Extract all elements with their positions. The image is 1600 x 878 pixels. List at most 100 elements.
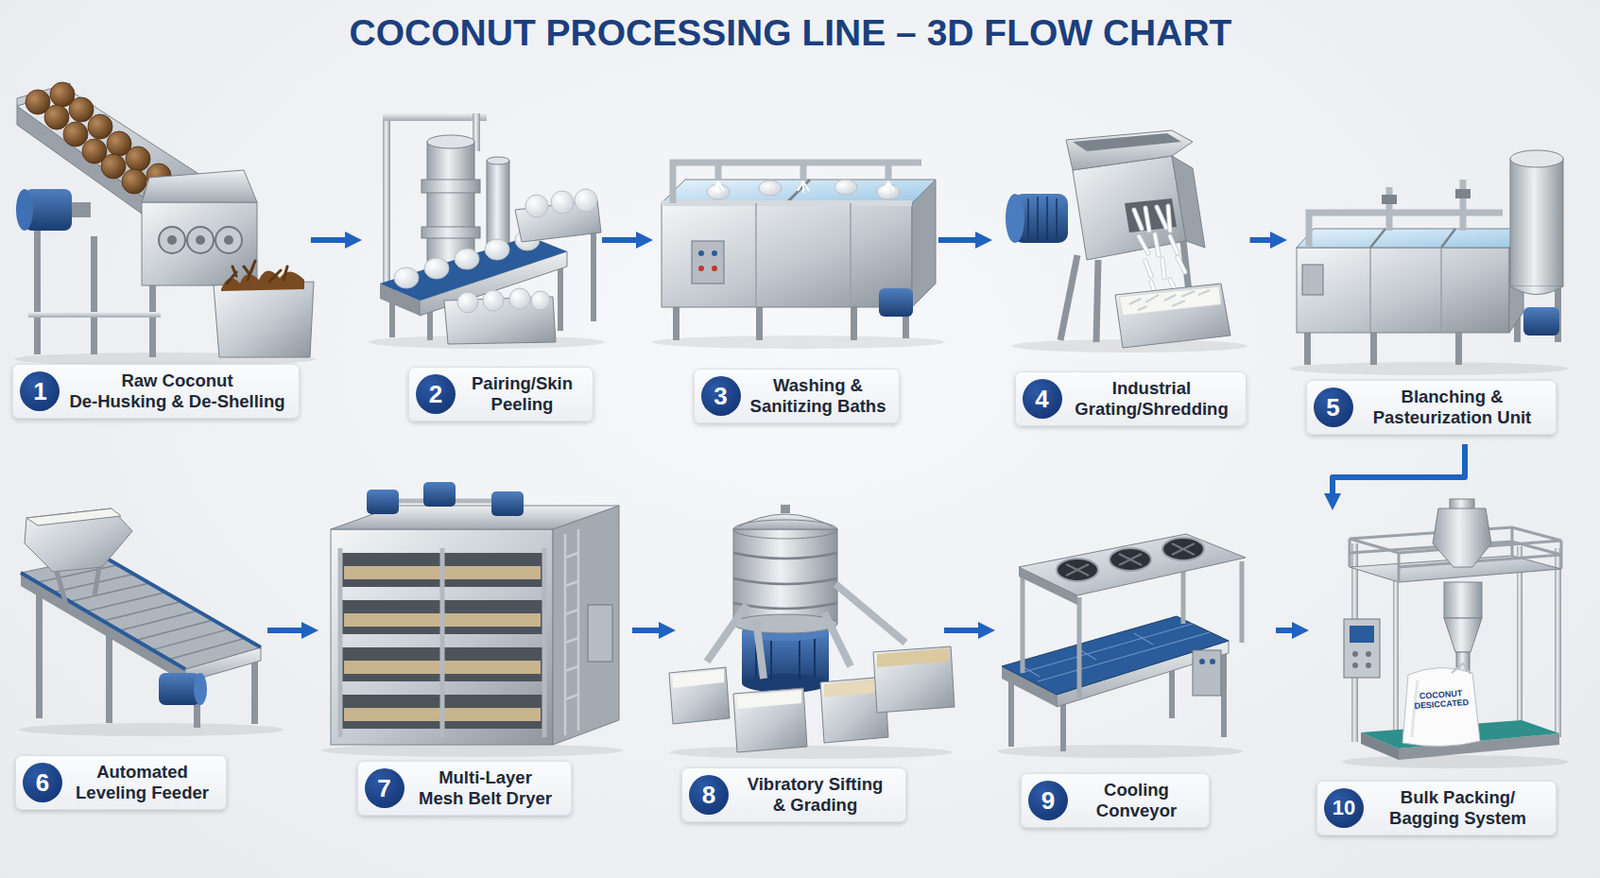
cooling-conveyor-illustration xyxy=(1209,658,1216,665)
process-step: 3Washing & Sanitizing Baths xyxy=(653,75,939,445)
grater-illustration xyxy=(1028,196,1057,241)
step-number: 2 xyxy=(415,374,456,414)
cooling-conveyor-illustration xyxy=(1192,650,1222,696)
dehusker-illustration xyxy=(101,154,126,179)
vibratory-sifter-illustration xyxy=(669,667,730,724)
washing-tank-illustration xyxy=(652,162,946,349)
blanching-unit-illustration xyxy=(1455,328,1463,365)
dehusker-illustration xyxy=(187,226,214,254)
peeler-illustration xyxy=(482,290,504,311)
washing-tank-illustration xyxy=(756,203,851,308)
washing-tank-illustration xyxy=(834,179,858,195)
belt-dryer-illustration xyxy=(552,505,620,745)
cooling-conveyor-illustration xyxy=(1199,658,1205,665)
grater-illustration xyxy=(1129,290,1210,310)
belt-dryer-illustration xyxy=(366,481,524,517)
flow-arrow xyxy=(267,627,310,634)
vibratory-sifter-illustration xyxy=(733,552,838,609)
label-line: Grating/Shredding xyxy=(1071,398,1233,420)
dehusker-illustration xyxy=(158,226,186,254)
peeler-illustration xyxy=(457,288,551,313)
dehusker-illustration xyxy=(195,235,206,245)
dehusker-illustration xyxy=(16,189,34,231)
process-step: 2Pairing/Skin Peeling xyxy=(361,75,603,445)
blanching-unit-illustration xyxy=(1510,150,1564,168)
step-card: 5Blanching & Pasteurization Unit xyxy=(1306,379,1557,435)
dehusker-illustration xyxy=(44,104,69,130)
flow-arrow xyxy=(632,627,667,634)
dehusker-illustration xyxy=(158,226,242,254)
flow-arrow xyxy=(944,627,986,634)
grater-illustration xyxy=(1171,155,1205,248)
label-line: Multi-Layer xyxy=(413,767,558,789)
step-number: 10 xyxy=(1324,788,1364,828)
leveling-feeder-illustration xyxy=(18,722,284,737)
leveling-feeder-illustration xyxy=(24,508,133,572)
peeler-illustration xyxy=(382,113,391,289)
label-line: Bulk Packing/ xyxy=(1373,787,1543,809)
peeler-illustration xyxy=(457,292,479,313)
dehusker-illustration xyxy=(28,311,161,318)
leveling-feeder-illustration xyxy=(193,672,207,706)
bagging-system-illustration xyxy=(1352,651,1372,669)
cooling-conveyor-illustration xyxy=(1066,543,1195,576)
leveling-feeder-illustration xyxy=(56,567,100,605)
dehusker-illustration xyxy=(223,235,234,245)
bagging-system-illustration xyxy=(1393,572,1399,749)
step-label: Raw Coconut De-Husking & De-Shelling xyxy=(68,370,285,413)
dehusker-illustration xyxy=(34,226,41,355)
step-card: 4Industrial Grating/Shredding xyxy=(1015,371,1247,427)
step-card: 7Multi-Layer Mesh Belt Dryer xyxy=(357,760,572,816)
step-card: 1Raw Coconut De-Husking & De-Shelling xyxy=(12,363,299,419)
label-line: Industrial xyxy=(1071,378,1233,399)
washing-tank-illustration xyxy=(850,304,858,341)
blanching-unit-illustration xyxy=(1510,286,1564,295)
cooling-conveyor-illustration xyxy=(1018,533,1246,596)
step-number: 5 xyxy=(1313,387,1354,428)
blanching-unit-illustration xyxy=(1510,158,1564,287)
peeler-illustration xyxy=(574,189,598,212)
peeler-illustration xyxy=(525,189,598,218)
process-step: 7Multi-Layer Mesh Belt Dryer xyxy=(318,472,633,846)
step-label: Washing & Sanitizing Baths xyxy=(750,375,887,417)
washing-tank-illustration xyxy=(661,179,936,204)
grater-illustration xyxy=(1134,206,1186,293)
step-card: 3Washing & Sanitizing Baths xyxy=(693,368,901,424)
leveling-feeder-illustration xyxy=(20,555,261,670)
blanching-unit-illustration xyxy=(1370,328,1377,365)
step-label: Pairing/Skin Peeling xyxy=(464,373,580,415)
label-line: Sanitizing Baths xyxy=(750,395,887,417)
bagging-system-illustration xyxy=(1451,663,1471,674)
leveling-feeder-illustration xyxy=(20,555,261,670)
dehusker-illustration xyxy=(125,146,151,172)
bagging-system-illustration xyxy=(1444,618,1482,653)
flow-arrow xyxy=(310,237,353,243)
washing-tank-illustration xyxy=(698,265,718,272)
dehusker-illustration xyxy=(167,235,234,245)
blanching-unit-illustration xyxy=(1370,247,1442,333)
cooling-conveyor-illustration xyxy=(997,744,1243,758)
step-label: Automated Leveling Feeder xyxy=(71,761,213,804)
label-line: De-Husking & De-Shelling xyxy=(68,391,285,413)
grater-illustration xyxy=(1115,283,1231,348)
blanching-unit-illustration xyxy=(1523,307,1560,336)
step-number: 6 xyxy=(22,762,63,803)
blanching-unit-illustration xyxy=(1304,328,1311,365)
washing-tank-illustration xyxy=(756,304,763,341)
peeler-illustration xyxy=(484,239,510,260)
vibratory-sifter-illustration xyxy=(733,614,838,634)
step-number: 7 xyxy=(364,768,405,809)
process-step: 10Bulk Packing/ Bagging System xyxy=(1308,510,1577,846)
process-step: 1Raw Coconut De-Husking & De-Shelling xyxy=(8,75,311,445)
vibratory-sifter-illustration xyxy=(672,669,724,689)
washing-tank-illustration xyxy=(786,179,810,204)
vibratory-sifter-illustration xyxy=(733,514,838,530)
peeler-illustration xyxy=(590,226,597,322)
vibratory-sifter-illustration xyxy=(669,504,955,759)
dehusker-illustration xyxy=(90,236,98,355)
washing-tank-illustration xyxy=(661,203,912,308)
peeler-illustration xyxy=(368,113,605,349)
blanching-unit-illustration xyxy=(1381,194,1397,205)
peeler-illustration xyxy=(509,288,531,310)
